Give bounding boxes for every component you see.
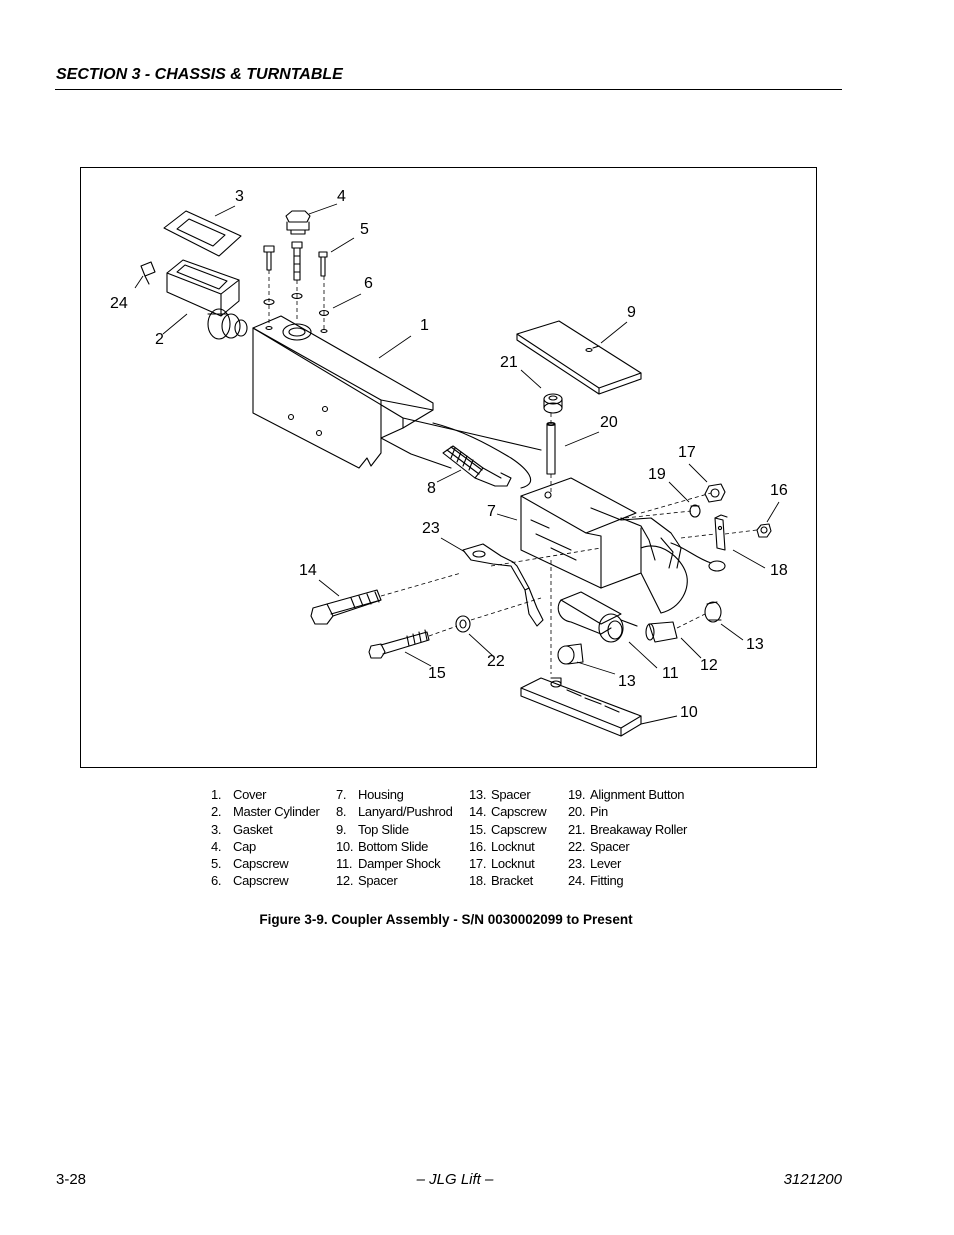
fitting-part (140, 261, 156, 285)
legend-item: 10.Bottom Slide (336, 838, 429, 854)
legend-item: 17.Locknut (469, 856, 535, 872)
figure-caption-text: Figure 3-9. Coupler Assembly - S/N 00300… (259, 912, 633, 927)
callout-4: 4 (337, 188, 346, 205)
pin-part (546, 421, 556, 475)
figure-caption: Figure 3-9. Coupler Assembly - S/N 00300… (0, 912, 954, 927)
callout-12: 12 (700, 657, 718, 674)
breakaway-roller-part (543, 393, 563, 414)
callout-10: 10 (680, 704, 698, 721)
header-rule (55, 89, 842, 90)
callout-1: 1 (420, 317, 429, 334)
locknut-17-part (704, 483, 726, 503)
master-cylinder-part (166, 259, 248, 340)
legend-column-3: 13.Spacer 14.Capscrew 15.Capscrew 16.Loc… (469, 786, 547, 890)
callout-15: 15 (428, 665, 446, 682)
bracket-part (714, 514, 728, 551)
legend-item: 15.Capscrew (469, 821, 547, 837)
footer-publisher-text: – JLG Lift – (416, 1171, 494, 1188)
legend-item: 9.Top Slide (336, 821, 409, 837)
top-slide-part (516, 320, 642, 395)
callout-23: 23 (422, 520, 440, 537)
callout-20: 20 (600, 414, 618, 431)
locknut-16-part (756, 523, 772, 538)
callout-8: 8 (427, 480, 436, 497)
legend-item: 22.Spacer (568, 838, 630, 854)
callout-13-right: 13 (746, 636, 764, 653)
capscrew-14-part (310, 589, 382, 625)
legend-item: 21.Breakaway Roller (568, 821, 688, 837)
callout-16: 16 (770, 482, 788, 499)
page-number: 3-28 (56, 1171, 87, 1188)
legend-item: 12.Spacer (336, 873, 398, 889)
legend-column-2: 7.Housing 8.Lanyard/Pushrod 9.Top Slide … (336, 786, 453, 890)
callout-14: 14 (299, 562, 317, 579)
callout-7: 7 (487, 503, 496, 520)
callout-6: 6 (364, 275, 373, 292)
spacer-12-part (645, 621, 678, 643)
capscrew-15-part (368, 629, 430, 659)
callout-11: 11 (662, 665, 679, 682)
spacer-13-right-part (704, 601, 722, 623)
legend-item: 16.Locknut (469, 838, 535, 854)
lever-part (462, 543, 544, 627)
callout-24: 24 (110, 295, 128, 312)
coupler-assembly-drawing (134, 203, 780, 737)
figure-frame: 3 4 5 6 24 2 1 9 21 20 17 19 16 8 7 23 1… (80, 167, 817, 768)
cover-part (252, 315, 542, 469)
callout-22: 22 (487, 653, 505, 670)
housing-part (520, 477, 688, 614)
callout-5: 5 (360, 221, 369, 238)
capscrews-part (263, 241, 330, 334)
legend-item: 5.Capscrew (211, 856, 289, 872)
callout-9: 9 (627, 304, 636, 321)
alignment-button-part (689, 504, 701, 518)
spacer-13-lower-part (557, 643, 584, 665)
legend-column-1: 1.Cover 2.Master Cylinder 3.Gasket 4.Cap… (211, 786, 320, 890)
legend-item: 13.Spacer (469, 787, 531, 802)
gasket-part (163, 210, 242, 257)
callout-17: 17 (678, 444, 696, 461)
legend-item: 2.Master Cylinder (211, 804, 320, 820)
legend-item: 11.Damper Shock (336, 856, 441, 872)
legend-item: 8.Lanyard/Pushrod (336, 804, 453, 820)
legend-item: 3.Gasket (211, 821, 273, 837)
callout-2: 2 (155, 331, 164, 348)
legend-item: 19.Alignment Button (568, 787, 685, 802)
callout-18: 18 (770, 562, 788, 579)
legend-item: 14.Capscrew (469, 804, 547, 820)
footer-publisher: – JLG Lift – (0, 1171, 954, 1188)
spacer-22-part (455, 615, 471, 633)
legend-item: 1.Cover (211, 787, 267, 802)
section-title: SECTION 3 - CHASSIS & TURNTABLE (56, 66, 343, 83)
legend-item: 18.Bracket (469, 873, 533, 889)
document-number: 3121200 (783, 1171, 842, 1188)
damper-shock-part (557, 591, 638, 643)
callout-3: 3 (235, 188, 244, 205)
lanyard-pushrod-part (432, 422, 532, 489)
cap-part (285, 210, 311, 235)
callout-19: 19 (648, 466, 666, 483)
legend-item: 6.Capscrew (211, 873, 289, 889)
legend-item: 20.Pin (568, 804, 608, 820)
lanyard-loop (670, 542, 726, 572)
legend-column-4: 19.Alignment Button 20.Pin 21.Breakaway … (568, 786, 687, 890)
legend-item: 4.Cap (211, 838, 256, 854)
callout-21: 21 (500, 354, 518, 371)
legend-item: 24.Fitting (568, 873, 624, 889)
legend-item: 23.Lever (568, 856, 622, 872)
legend-item: 7.Housing (336, 787, 404, 802)
callout-13-lower: 13 (618, 673, 636, 690)
bottom-slide-part (520, 677, 642, 737)
